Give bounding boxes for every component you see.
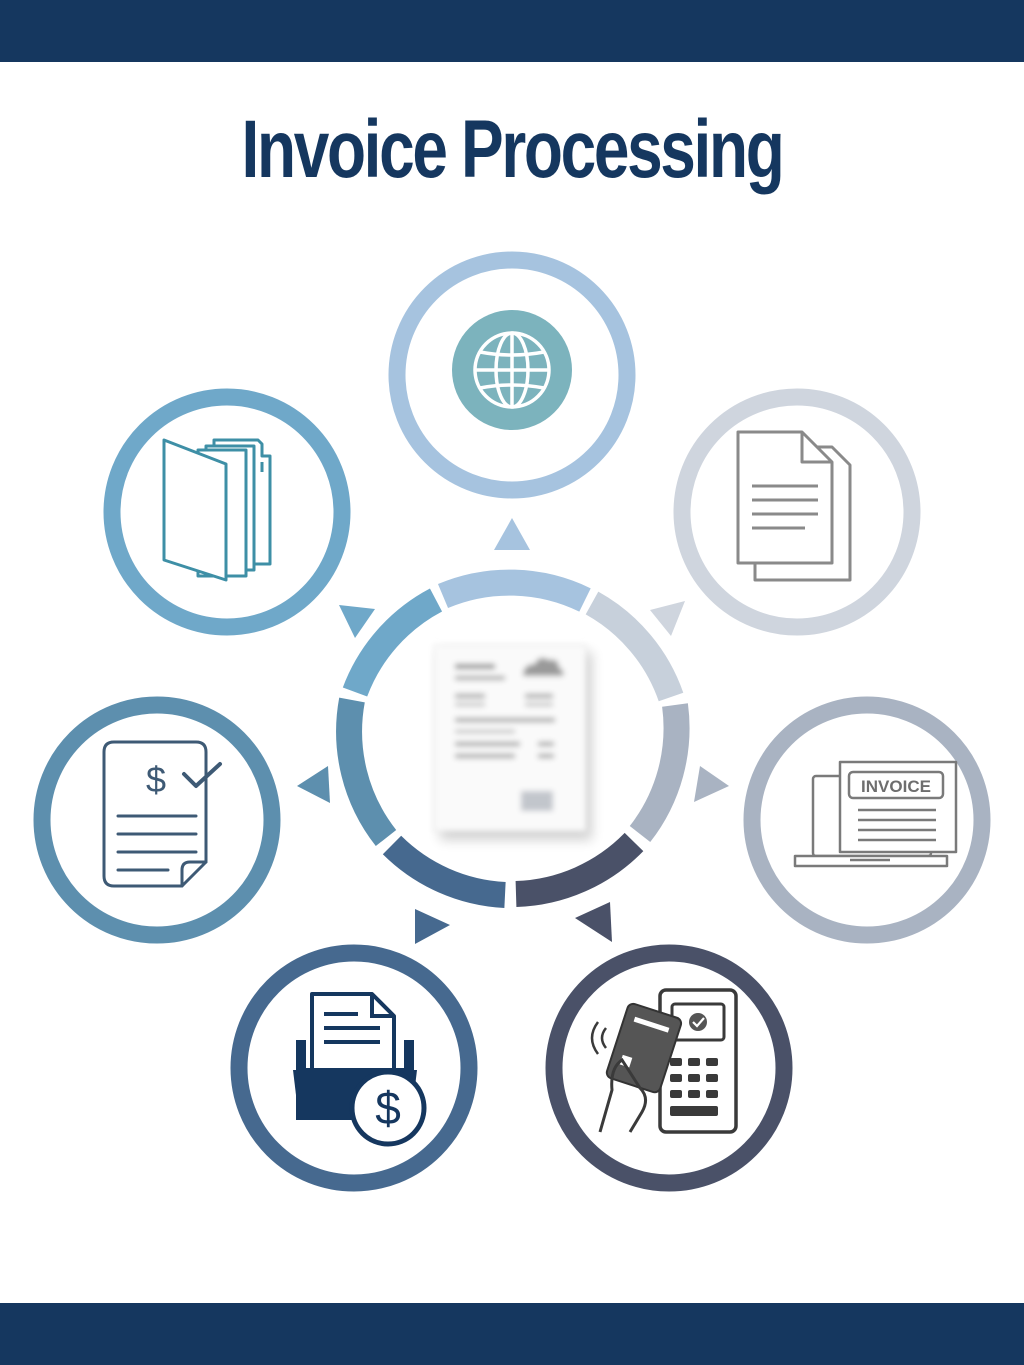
invoice-document-icon bbox=[433, 644, 592, 840]
globe-icon bbox=[473, 331, 551, 409]
folder-files-icon bbox=[162, 438, 272, 582]
step-online-invoice: INVOICE bbox=[743, 696, 991, 944]
page-title: Invoice Processing bbox=[241, 104, 785, 195]
documents-icon bbox=[736, 430, 852, 582]
folder-dollar-icon bbox=[293, 992, 427, 1147]
step-approval: $ bbox=[33, 696, 281, 944]
top-banner bbox=[0, 0, 1024, 62]
step-documents bbox=[673, 388, 921, 636]
step-filing bbox=[103, 388, 351, 636]
bottom-banner bbox=[0, 1303, 1024, 1365]
card-terminal-icon bbox=[590, 988, 738, 1134]
dollar-check-document-icon bbox=[102, 740, 222, 888]
invoice-label: INVOICE bbox=[861, 777, 931, 796]
dollar-symbol: $ bbox=[375, 1082, 401, 1134]
direction-arrows bbox=[297, 518, 729, 944]
laptop-invoice-icon bbox=[793, 760, 958, 868]
step-payment-folder: $ bbox=[230, 944, 478, 1192]
step-card-payment bbox=[545, 944, 793, 1192]
cycle-ring bbox=[336, 569, 690, 908]
dollar-symbol: $ bbox=[146, 759, 166, 800]
step-globe bbox=[388, 251, 636, 499]
